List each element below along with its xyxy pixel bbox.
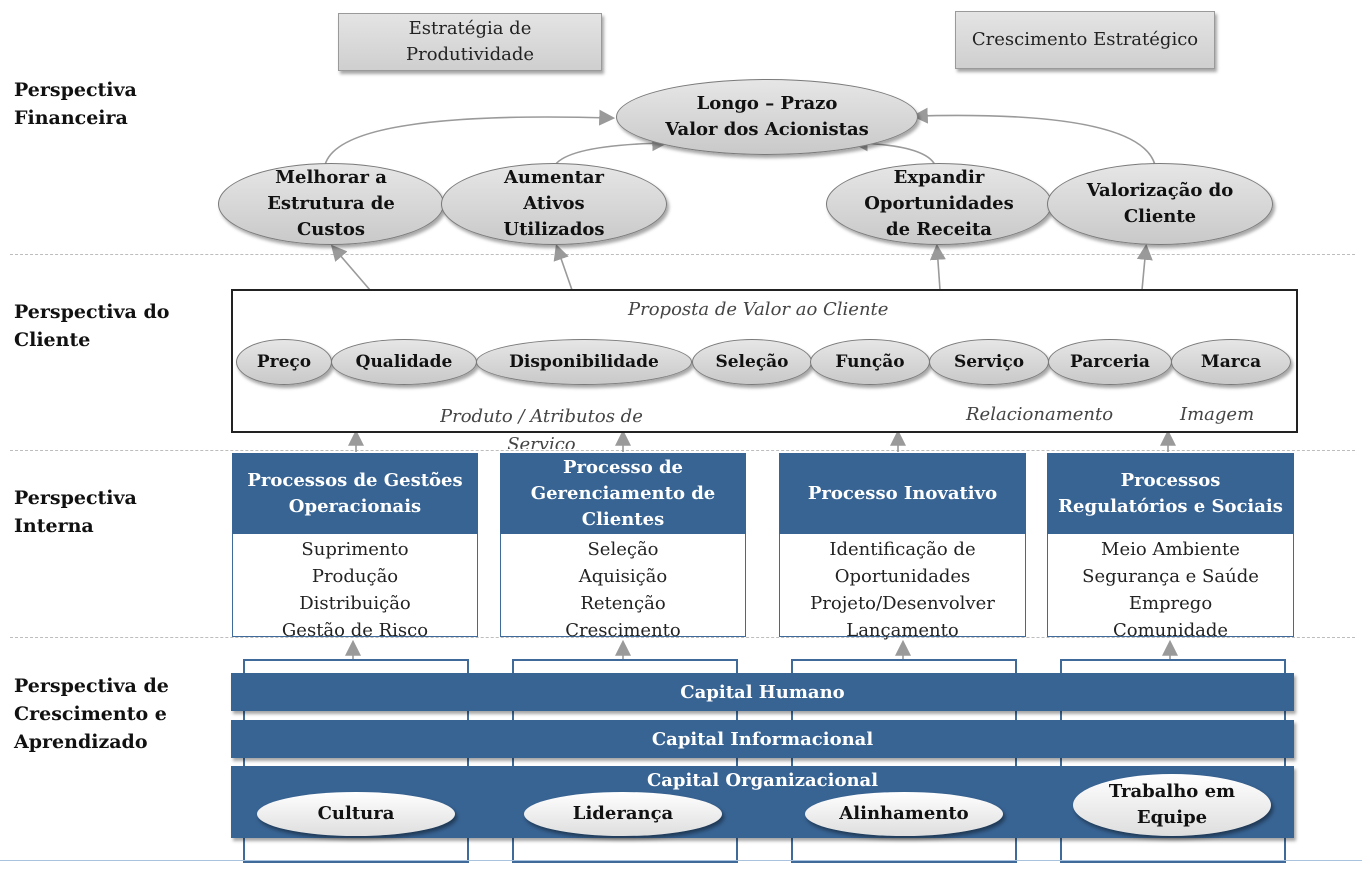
capital-human-bar: Capital Humano — [231, 673, 1294, 711]
attribute-price-ellipse: Preço — [236, 339, 332, 385]
bottom-rule — [0, 860, 1362, 861]
capital-information-bar: Capital Informacional — [231, 720, 1294, 758]
attribute-availability-ellipse: Disponibilidade — [476, 339, 692, 385]
list-item: Distribuição — [299, 593, 411, 614]
process-customer-mgmt-header: Processo de Gerenciamento de Clientes — [500, 453, 746, 534]
teamwork-ellipse: Trabalho em Equipe — [1073, 774, 1271, 836]
process-regulatory-header: Processos Regulatórios e Sociais — [1047, 453, 1294, 534]
separator-financial-customer — [10, 254, 1355, 255]
attribute-partnership-ellipse: Parceria — [1048, 339, 1172, 385]
perspective-customer-label: Perspectiva do Cliente — [14, 301, 170, 351]
list-item: Comunidade — [1112, 620, 1229, 641]
process-customer-mgmt-items: Seleção Aquisição Retenção Crescimento — [500, 534, 746, 641]
group-label-image: Imagem — [1180, 404, 1255, 425]
process-operations-items: Suprimento Produção Distribuição Gestão … — [232, 534, 478, 641]
shareholder-value-ellipse: Longo – Prazo Valor dos Acionistas — [616, 79, 918, 155]
process-regulatory-items: Meio Ambiente Segurança e Saúde Emprego … — [1047, 534, 1294, 641]
list-item: Oportunidades — [834, 566, 971, 587]
list-item: Seleção — [587, 539, 659, 560]
strategy-productivity-box: Estratégia de Produtividade — [338, 13, 602, 71]
list-item: Crescimento — [565, 620, 681, 641]
attribute-brand-ellipse: Marca — [1171, 339, 1291, 385]
group-label-relationship: Relacionamento — [966, 404, 1114, 425]
objective-customer-value-ellipse: Valorização do Cliente — [1047, 163, 1273, 245]
process-innovation-header: Processo Inovativo — [779, 453, 1026, 534]
list-item: Aquisição — [578, 566, 668, 587]
culture-ellipse: Cultura — [257, 792, 455, 836]
list-item: Lançamento — [846, 620, 959, 641]
strategy-growth-box: Crescimento Estratégico — [955, 11, 1215, 69]
list-item: Produção — [311, 566, 399, 587]
attribute-service-ellipse: Serviço — [929, 339, 1049, 385]
objective-cost-structure-ellipse: Melhorar a Estrutura de Custos — [218, 163, 444, 245]
list-item: Retenção — [580, 593, 666, 614]
separator-customer-internal — [10, 450, 1355, 451]
attribute-quality-ellipse: Qualidade — [331, 339, 477, 385]
leadership-ellipse: Liderança — [524, 792, 722, 836]
list-item: Identificação de — [829, 539, 976, 560]
process-operations-header: Processos de Gestões Operacionais — [232, 453, 478, 534]
list-item: Segurança e Saúde — [1082, 566, 1259, 587]
process-innovation-items: Identificação de Oportunidades Projeto/D… — [779, 534, 1026, 641]
objective-asset-utilization-ellipse: Aumentar Ativos Utilizados — [441, 163, 667, 245]
group-label-product-attributes: Produto / Atributos de Serviço — [440, 406, 643, 449]
list-item: Suprimento — [301, 539, 409, 560]
customer-value-proposition-title: Proposta de Valor ao Cliente — [628, 299, 889, 320]
alignment-ellipse: Alinhamento — [805, 792, 1003, 836]
list-item: Emprego — [1128, 593, 1213, 614]
separator-internal-learning — [10, 637, 1355, 638]
list-item: Projeto/Desenvolver — [810, 593, 995, 614]
perspective-learning-label: Perspectiva de Crescimento e Aprendizado — [14, 675, 169, 753]
list-item: Meio Ambiente — [1101, 539, 1240, 560]
perspective-financial-label: Perspectiva Financeira — [14, 79, 137, 129]
perspective-internal-label: Perspectiva Interna — [14, 487, 137, 537]
attribute-function-ellipse: Função — [810, 339, 930, 385]
list-item: Gestão de Risco — [281, 620, 429, 641]
attribute-selection-ellipse: Seleção — [692, 339, 812, 385]
objective-revenue-opportunities-ellipse: Expandir Oportunidades de Receita — [826, 163, 1052, 245]
